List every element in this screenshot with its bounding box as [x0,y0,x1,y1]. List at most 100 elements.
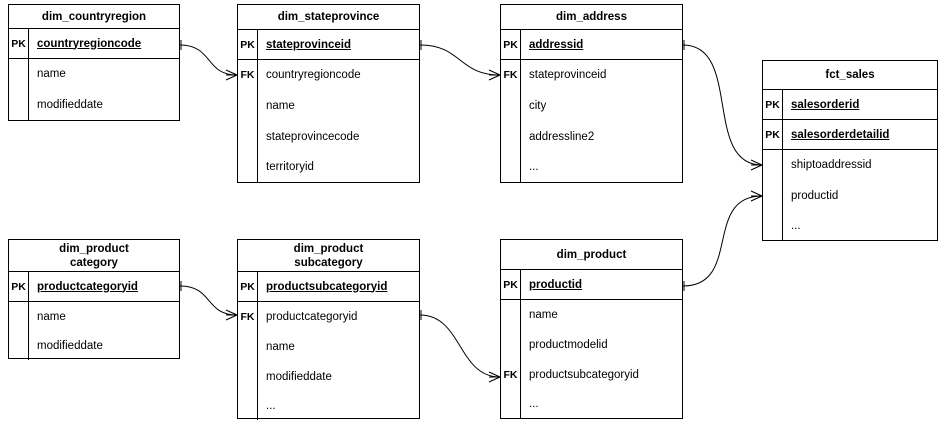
key-badge-empty [238,362,257,392]
field-name: modifieddate [37,98,103,111]
field-name: ... [791,219,801,232]
field-name: countryregioncode [37,37,142,50]
attribute-key-column: FK [238,60,258,182]
key-badge-empty [501,300,520,330]
key-badge: PK [501,270,521,299]
key-badge-empty [238,332,257,362]
entity-title: dim_product subcategory [238,240,419,272]
attribute-key-column [763,150,783,240]
field-name: stateprovinceid [529,69,607,81]
attribute-name-column: countryregioncode name stateprovincecode te… [258,60,419,182]
field-name: name [529,309,558,321]
relationship-subcategory-to-product[interactable] [419,310,501,383]
cardinality-many-marker [488,371,501,383]
relationship-stateprovince-to-address[interactable] [419,40,501,81]
entity-title: dim_address [501,5,682,30]
relationship-product-to-sales[interactable] [682,190,763,291]
key-badge: FK [240,311,255,323]
attribute-name-column: name productmodelid productsubcategoryid..… [521,300,682,418]
key-badge-empty [501,152,520,182]
field-name: productcategoryid [37,280,138,293]
attribute-block: FK name productmodelid productsubcategoryid… [501,300,682,418]
entity-title: dim_product [501,240,682,270]
attribute-key-column: FK [501,60,521,182]
field-name: territoryid [266,161,314,173]
key-row[interactable]: PK productcategoryid [9,272,179,302]
key-badge: PK [238,30,258,59]
key-badge: FK [503,369,518,381]
key-badge-empty [763,211,782,240]
entity-title: dim_countryregion [9,5,179,29]
relationship-countryregion-to-stateprovince[interactable] [179,40,238,81]
field-name: ... [266,400,276,412]
key-badge: PK [763,90,783,119]
key-badge-empty [238,121,257,152]
key-row[interactable]: PK stateprovinceid [238,30,419,60]
cardinality-many-marker [750,159,763,171]
field-name: productsubcategoryid [529,369,639,381]
field-name: city [529,99,547,112]
key-badge: PK [238,272,258,301]
field-name: stateprovincecode [266,130,360,143]
cardinality-many-marker [225,309,238,321]
cardinality-many-marker [225,69,238,81]
key-badge-empty [501,330,520,360]
key-badge: FK [503,69,518,81]
relationship-line [179,44,238,76]
field-name: ... [529,398,539,410]
field-name: productcategoryid [266,311,358,323]
field-name: name [266,341,295,353]
key-badge-empty [238,152,257,182]
attribute-block: shiptoaddressid productid... [763,150,937,240]
key-badge-empty [9,59,28,89]
relationship-line [179,285,238,316]
relationship-line [682,44,763,166]
key-badge-empty [9,302,28,331]
field-name: productid [791,189,839,202]
field-name: countryregioncode [266,69,361,81]
key-row[interactable]: PK salesorderid [763,90,937,120]
field-name: stateprovinceid [266,38,351,51]
field-name: shiptoaddressid [791,159,872,171]
relationship-line [419,314,501,378]
attribute-name-column: shiptoaddressid productid... [783,150,937,240]
field-name: name [37,310,66,323]
attribute-block: FK countryregioncode name stateprovincecode… [238,60,419,182]
relationship-line [419,44,501,76]
key-badge: PK [763,120,783,149]
attribute-key-column: FK [238,302,258,420]
key-badge-empty [238,392,257,420]
field-name: addressline2 [529,130,595,143]
field-name: productmodelid [529,339,608,351]
key-badge-empty [501,121,520,152]
field-name: name [266,99,295,112]
entity-title: dim_stateprovince [238,5,419,30]
attribute-key-column: FK [501,300,521,418]
key-badge-empty [9,89,28,120]
relationship-productcategory-to-subcategory[interactable] [179,281,238,321]
key-badge: PK [9,272,29,301]
field-name: salesorderid [791,98,860,111]
relationship-address-to-sales[interactable] [682,40,763,171]
field-name: addressid [529,38,584,51]
attribute-key-column [9,59,29,120]
